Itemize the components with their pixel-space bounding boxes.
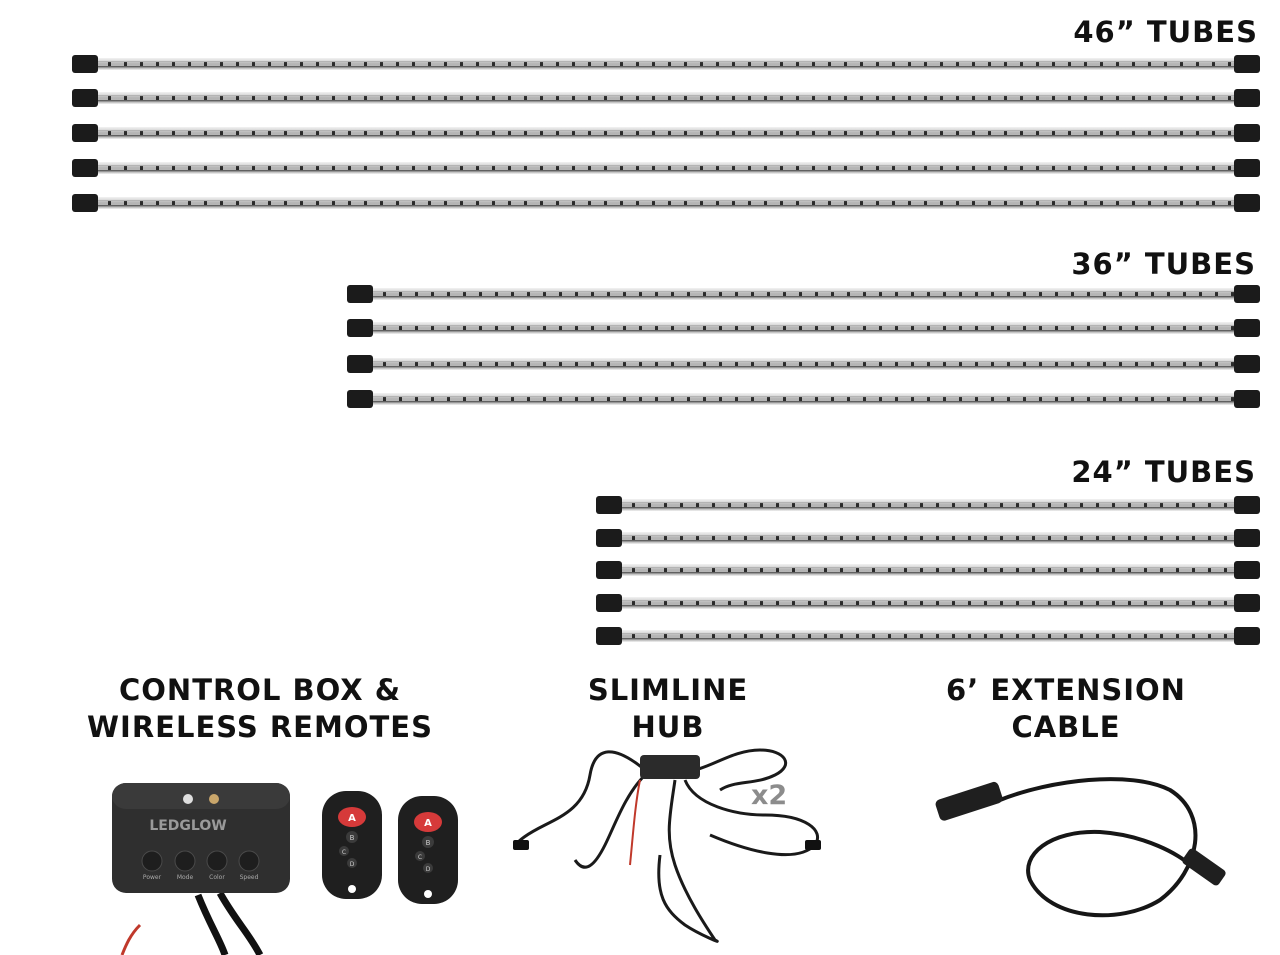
remote-image: A B C D <box>322 791 382 899</box>
tube-46 <box>72 159 1260 177</box>
hub-label-line1: SLIMLINE <box>587 673 749 707</box>
svg-text:D: D <box>350 861 355 868</box>
tube-46 <box>72 194 1260 212</box>
speed-button-label: Speed <box>240 874 259 881</box>
hub-image <box>513 748 821 943</box>
svg-text:B: B <box>426 839 431 847</box>
tube-36 <box>347 319 1260 337</box>
tube-24 <box>596 561 1260 579</box>
tube-36 <box>347 285 1260 303</box>
extension-cable-image <box>935 777 1226 918</box>
svg-text:C: C <box>418 854 422 861</box>
tubes-24-label: 24” TUBES <box>1071 455 1256 489</box>
tube-24 <box>596 594 1260 612</box>
tube-36 <box>347 355 1260 373</box>
extension-label-line2: CABLE <box>1011 710 1121 744</box>
tube-46 <box>72 124 1260 142</box>
hub-label-line2: HUB <box>631 710 705 744</box>
tubes-36-label: 36” TUBES <box>1071 247 1256 281</box>
extension-label-line1: 6’ EXTENSION <box>946 673 1186 707</box>
color-button-label: Color <box>209 874 225 881</box>
svg-text:A: A <box>348 813 356 824</box>
control-box-label: CONTROL BOX & WIRELESS REMOTES <box>60 672 460 746</box>
hub-label: SLIMLINE HUB <box>548 672 788 746</box>
tube-24 <box>596 529 1260 547</box>
remote-image: A B C D <box>398 796 458 904</box>
svg-text:C: C <box>342 849 346 856</box>
svg-text:D: D <box>426 866 431 873</box>
tube-24 <box>596 496 1260 514</box>
tubes-46-label: 46” TUBES <box>1073 15 1258 49</box>
tube-24 <box>596 627 1260 645</box>
control-box-image: LEDGLOW Power Mode Color Speed <box>112 783 290 955</box>
mode-button-label: Mode <box>177 874 194 881</box>
extension-label: 6’ EXTENSION CABLE <box>916 672 1216 746</box>
tube-46 <box>72 55 1260 73</box>
svg-text:B: B <box>350 834 355 842</box>
svg-text:A: A <box>424 818 432 829</box>
ledglow-logo: LEDGLOW <box>149 818 226 834</box>
tube-36 <box>347 390 1260 408</box>
hub-quantity: x2 <box>751 780 788 811</box>
tube-46 <box>72 89 1260 107</box>
power-button-label: Power <box>143 874 162 881</box>
control-box-label-line1: CONTROL BOX & <box>118 673 401 707</box>
control-box-label-line2: WIRELESS REMOTES <box>87 710 433 744</box>
